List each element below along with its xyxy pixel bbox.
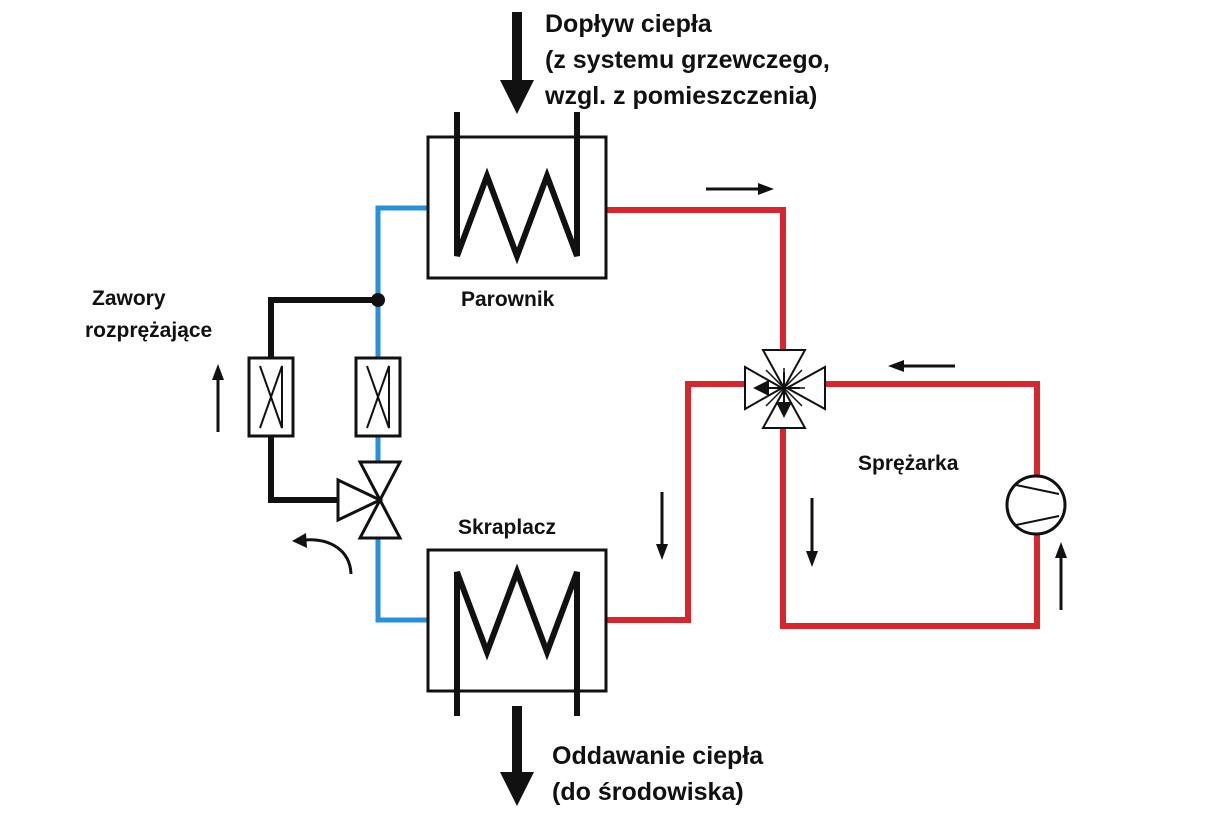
- evaporator-label: Parownik: [461, 288, 555, 311]
- pipe-evaporator-to-valve: [605, 207, 786, 352]
- heat-in-arrow: [500, 12, 534, 114]
- flow-arrow-down-left: [656, 492, 668, 560]
- pipe-cold-upper: [375, 205, 428, 358]
- three-way-valve: [336, 460, 403, 540]
- heat-in-label-line2: (z systemu grzewczego,: [545, 46, 830, 74]
- condenser: [426, 548, 608, 716]
- flow-arrow-down-right: [806, 498, 818, 567]
- expansion-valves-label-line1: Zawory: [92, 287, 166, 310]
- expansion-valve-left: [247, 356, 295, 438]
- pipe-junction: [371, 293, 385, 307]
- flow-arrow-left: [888, 360, 955, 372]
- compressor-label: Sprężarka: [858, 452, 959, 475]
- pipe-valve-to-compressor: [825, 381, 1040, 480]
- heat-out-label-line1: Oddawanie ciepła: [552, 742, 764, 770]
- expansion-valve-right: [354, 356, 402, 438]
- pipe-bypass-top: [268, 297, 378, 358]
- condenser-label: Skraplacz: [458, 516, 556, 539]
- flow-arrow-right: [706, 183, 774, 195]
- flow-arrow-up-valves: [212, 364, 224, 432]
- heat-in-label-line1: Dopływ ciepła: [545, 10, 713, 38]
- evaporator: [426, 112, 608, 280]
- compressor: [1005, 474, 1067, 536]
- heat-out-label-line2: (do środowiska): [552, 778, 744, 806]
- heat-out-arrow: [500, 706, 534, 806]
- pipe-cold-lower: [375, 538, 428, 623]
- flow-arrow-up-compressor: [1055, 542, 1067, 610]
- expansion-valves-label-line2: rozprężające: [85, 319, 212, 342]
- valve-rotation-arrow: [292, 533, 353, 575]
- pipe-bypass-bottom: [268, 436, 340, 503]
- four-way-valve: [744, 349, 826, 429]
- pipe-valve-to-condenser: [605, 381, 745, 623]
- heat-in-label-line3: wzgl. z pomieszczenia): [544, 82, 817, 110]
- pipe-compressor-return: [780, 428, 1040, 629]
